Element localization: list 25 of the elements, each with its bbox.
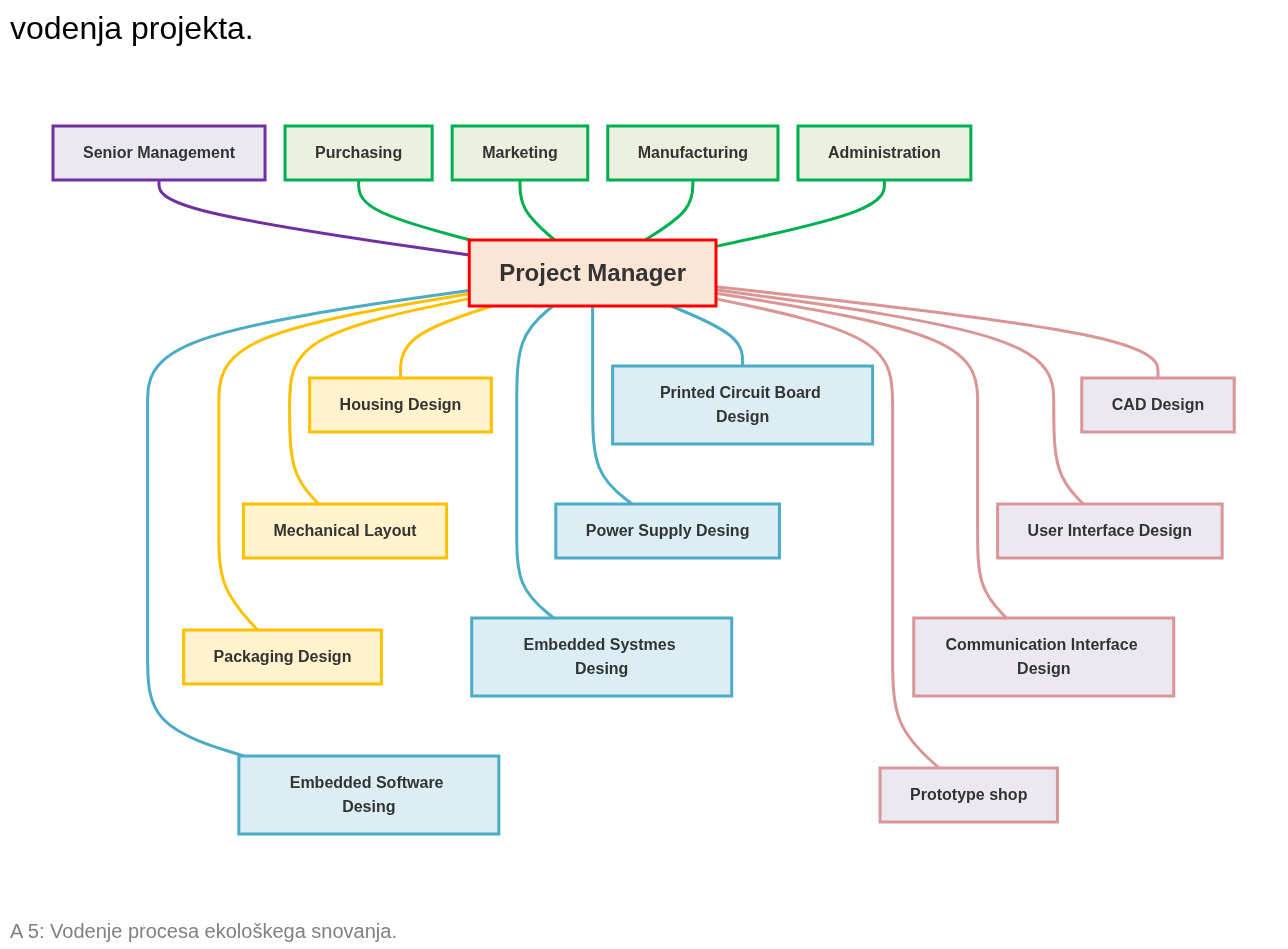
node-box: Embedded Systmes Desing	[470, 616, 734, 698]
node-box: Communication Interface Design	[912, 616, 1176, 698]
node-box: Prototype shop	[878, 766, 1060, 824]
node-box: CAD Design	[1080, 376, 1237, 434]
node-box: Mechanical Layout	[242, 502, 449, 560]
node-box: Packaging Design	[182, 628, 384, 686]
node-box: Project Manager	[468, 238, 718, 308]
node-box: Purchasing	[283, 124, 435, 182]
node-box: Manufacturing	[606, 124, 780, 182]
node-box: User Interface Design	[996, 502, 1225, 560]
node-box: Marketing	[451, 124, 590, 182]
connector	[217, 292, 470, 631]
connector	[716, 285, 1160, 378]
node-box: Embedded Software Desing	[237, 754, 501, 836]
node-box: Administration	[796, 124, 973, 182]
connector	[157, 180, 470, 257]
figure-caption: A 5: Vodenje procesa ekološkega snovanja.	[10, 920, 397, 943]
node-box: Power Supply Desing	[554, 502, 782, 560]
connector	[716, 180, 887, 248]
node-box: Senior Management	[51, 124, 267, 182]
connector	[357, 180, 471, 242]
heading-text: vodenja projekta.	[10, 10, 254, 47]
connector	[146, 289, 470, 758]
node-box: Printed Circuit Board Design	[611, 364, 875, 446]
node-box: Housing Design	[308, 376, 494, 434]
